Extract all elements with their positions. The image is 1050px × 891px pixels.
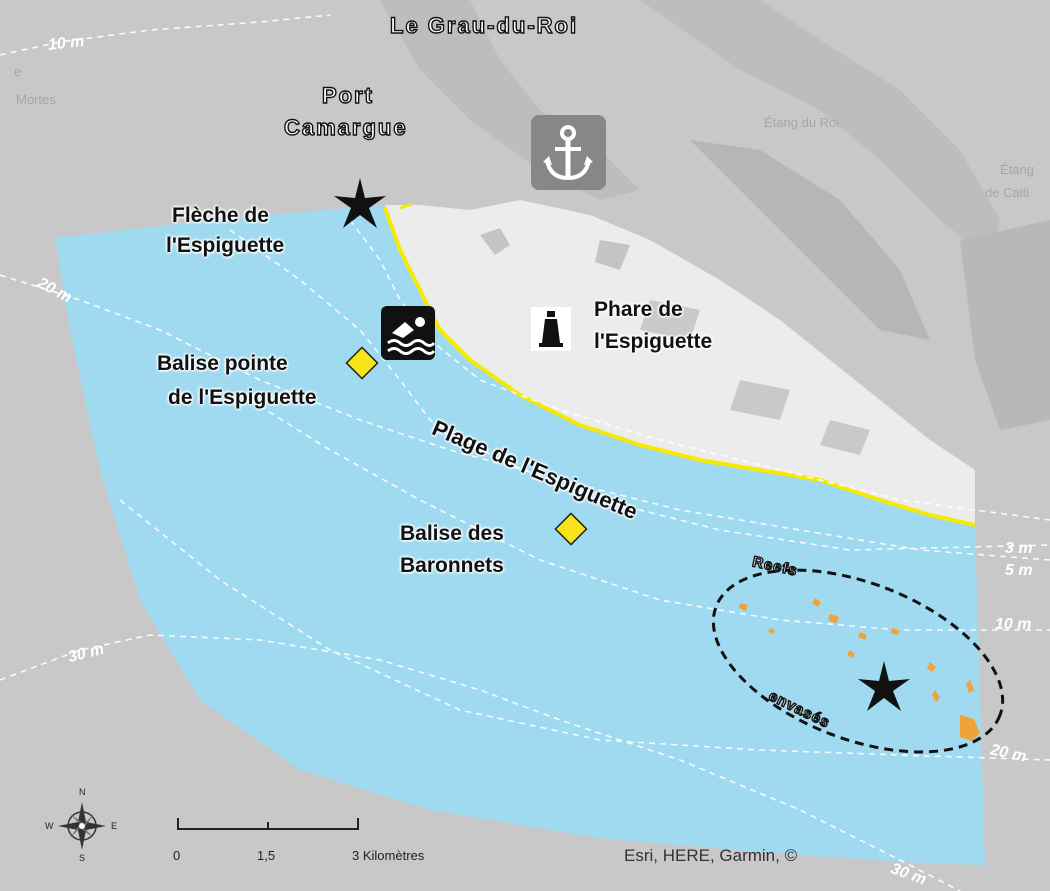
- marsh-area: [640, 0, 1000, 260]
- marsh-area: [960, 220, 1050, 430]
- buoy-icon[interactable]: [554, 512, 588, 546]
- basemap-label-caiti: de Caiti: [985, 185, 1030, 200]
- compass-n: N: [79, 787, 86, 797]
- place-label-fleche-2: l'Espiguette: [166, 234, 285, 257]
- depth-label: 3 m: [1005, 540, 1033, 557]
- scale-tick-1-5: 1,5: [257, 848, 276, 863]
- reef-patches: [739, 598, 980, 741]
- lighthouse-icon[interactable]: [531, 307, 571, 351]
- jetty-line: [399, 202, 413, 210]
- beach-line: [383, 207, 976, 527]
- reefs-outline: [711, 568, 1005, 754]
- basemap-label-etang-du-roi: Étang du Roi: [764, 115, 840, 130]
- place-label-port: Port: [321, 83, 374, 108]
- star-icon: [858, 661, 910, 711]
- pond: [480, 228, 510, 255]
- sea-area: [55, 205, 985, 865]
- depth-label: 10 m: [47, 33, 86, 54]
- swimmer-icon[interactable]: [381, 306, 436, 360]
- depth-label: 5 m: [1005, 562, 1033, 579]
- place-label-balise-baronnets: Balise des: [400, 522, 504, 545]
- place-label-camargue: Camargue: [283, 115, 408, 140]
- scale-tick-0: 0: [173, 848, 181, 863]
- place-label-phare-2: l'Espiguette: [594, 330, 713, 353]
- place-label-balise-pointe-2: de l'Espiguette: [168, 386, 317, 409]
- compass-e: E: [111, 821, 118, 831]
- buoy-icon[interactable]: [345, 346, 379, 380]
- pond: [730, 380, 790, 420]
- pond: [820, 420, 870, 455]
- basemap-label-e: e: [14, 64, 22, 79]
- star-icon: [334, 178, 386, 228]
- compass-w: W: [45, 821, 54, 831]
- anchor-icon[interactable]: [531, 115, 606, 190]
- place-label-balise-pointe: Balise pointe: [157, 352, 288, 375]
- compass-rose-icon: [58, 802, 106, 850]
- pond: [595, 240, 630, 270]
- scale-tick-3: 3 Kilomètres: [352, 848, 425, 863]
- scale-bar: [177, 818, 359, 830]
- depth-label: 10 m: [995, 616, 1032, 633]
- place-label-balise-baronnets-2: Baronnets: [400, 554, 504, 577]
- place-label-grau-du-roi: Le Grau-du-Roi: [389, 13, 579, 38]
- marsh-area: [690, 140, 930, 340]
- place-label-phare: Phare de: [594, 298, 683, 321]
- pond: [640, 300, 700, 340]
- basemap-label-mortes: Mortes: [16, 92, 56, 107]
- map-credit: Esri, HERE, Garmin, ©: [624, 846, 798, 865]
- depth-contours: [0, 14, 1050, 891]
- place-label-fleche: Flèche de: [172, 204, 269, 227]
- compass-s: S: [79, 853, 86, 863]
- basemap-label-etang: Étang: [1000, 162, 1034, 177]
